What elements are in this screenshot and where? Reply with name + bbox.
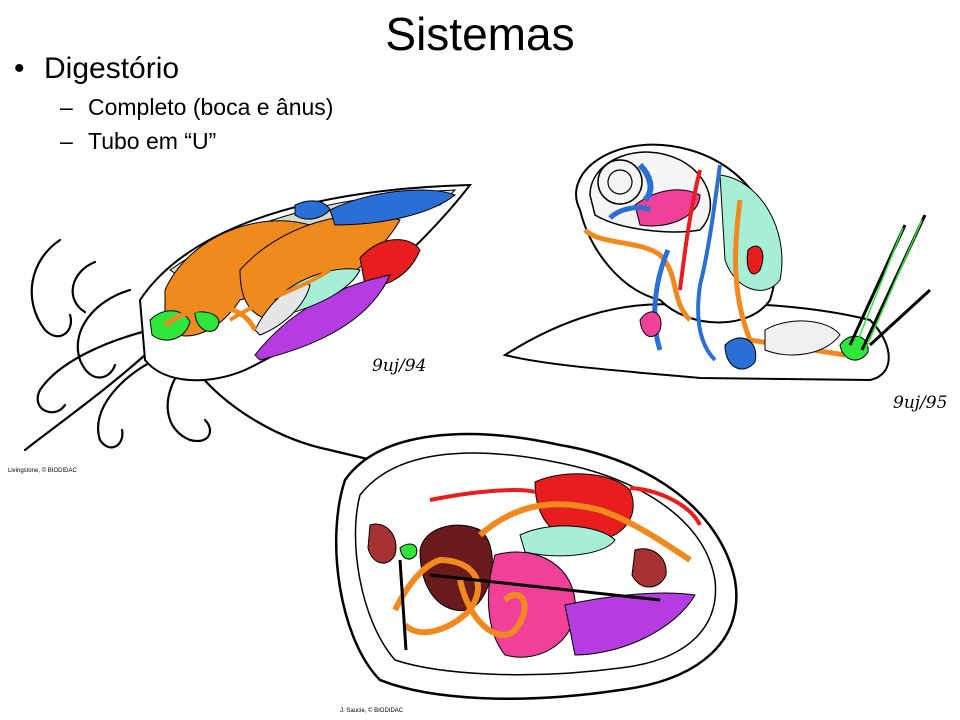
bullet-glyph: •: [14, 52, 25, 85]
snail-signature: 9uj/95: [893, 393, 948, 413]
dash-glyph: –: [60, 94, 73, 120]
sub-bullet-text: Completo (boca e ânus): [88, 94, 334, 120]
sub-bullet-tubo: –Tubo em “U”: [60, 124, 333, 158]
slide-title: Sistemas: [385, 8, 575, 60]
bullet-list: • Digestório –Completo (boca e ânus) –Tub…: [14, 48, 333, 158]
sub-bullet-text: Tubo em “U”: [88, 128, 217, 154]
dash-glyph: –: [60, 128, 73, 154]
bullet-digestorio: • Digestório: [14, 48, 333, 90]
squid-credit: Livingstone, © BIODIDAC: [8, 468, 77, 474]
clam-credit: J. Saucie, © BIODIDAC: [340, 708, 404, 714]
bullet-text: Digestório: [44, 52, 180, 85]
snail-illustration: [502, 143, 932, 382]
squid-signature: 9uj/94: [372, 356, 427, 376]
squid-illustration: [23, 183, 473, 464]
clam-illustration: [335, 432, 738, 700]
sub-bullet-completo: –Completo (boca e ânus): [60, 90, 333, 124]
